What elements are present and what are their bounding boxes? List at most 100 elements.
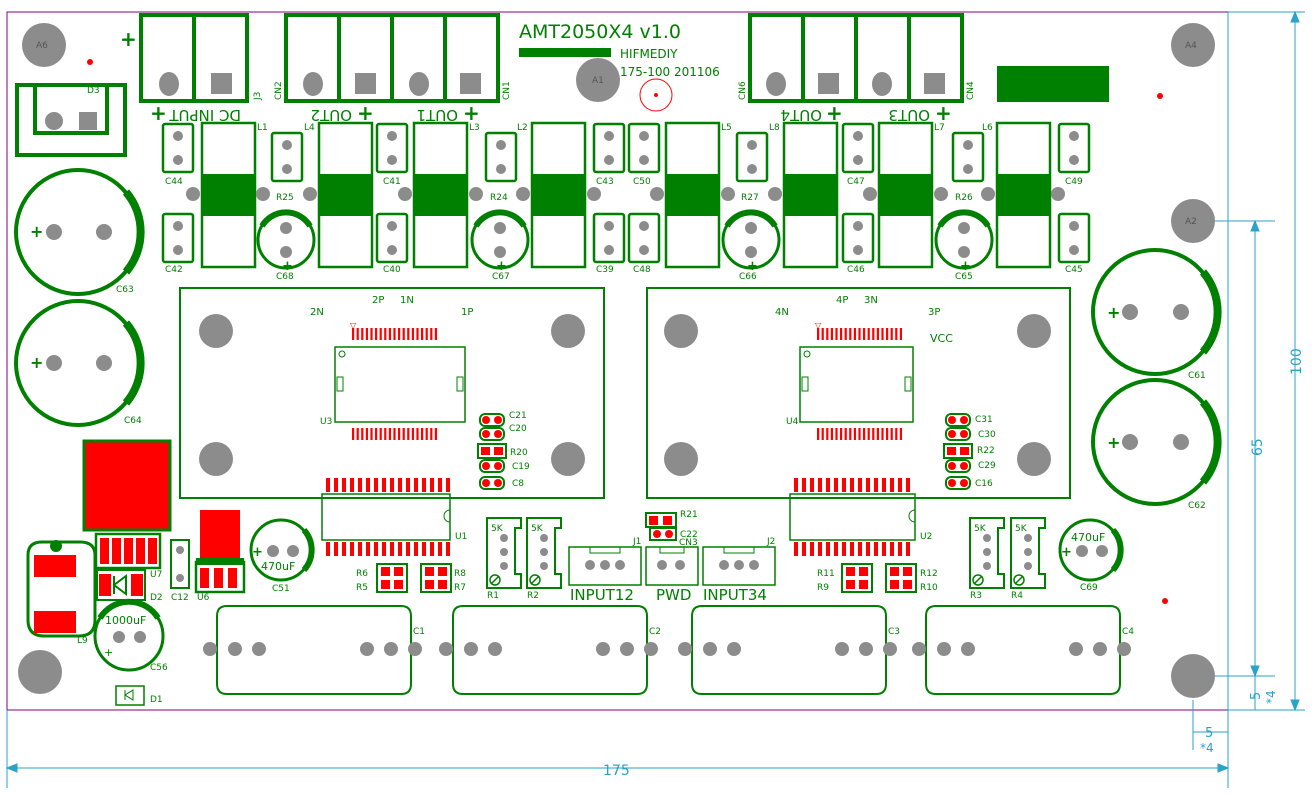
two-pin-part: C41 bbox=[375, 122, 409, 187]
two-pin-part: C50 bbox=[627, 122, 661, 187]
label-input34: INPUT34 bbox=[703, 586, 767, 604]
two-pin-part: C45 bbox=[1057, 212, 1091, 275]
part-ref: C45 bbox=[1065, 265, 1083, 275]
part-ref: C44 bbox=[165, 177, 183, 187]
ref-cn2: CN2 bbox=[274, 81, 284, 100]
ic-pins bbox=[326, 328, 910, 556]
svg-text:L6: L6 bbox=[982, 123, 993, 133]
label-dc-input: DC INPUT bbox=[169, 106, 241, 124]
two-pin-part: C43 bbox=[592, 122, 626, 187]
dim-width: 175 bbox=[603, 763, 630, 779]
svg-text:C8: C8 bbox=[512, 479, 524, 489]
mount-hole-a4 bbox=[1171, 23, 1215, 67]
out4-out3-connector bbox=[748, 13, 964, 103]
svg-text:1P: 1P bbox=[461, 307, 473, 318]
svg-text:C31: C31 bbox=[975, 415, 993, 425]
svg-text:L5: L5 bbox=[721, 123, 732, 133]
svg-text:L9: L9 bbox=[77, 636, 88, 646]
svg-text:D2: D2 bbox=[150, 593, 163, 603]
module-right-ref: U4 bbox=[786, 417, 799, 427]
svg-text:4P: 4P bbox=[836, 295, 848, 306]
pot-ref: R4 bbox=[1011, 591, 1023, 601]
dim-holes-x: *4 bbox=[1200, 741, 1214, 755]
svg-text:U2: U2 bbox=[920, 532, 932, 542]
svg-text:C20: C20 bbox=[509, 424, 527, 434]
svg-text:C67: C67 bbox=[492, 272, 510, 282]
svg-text:2N: 2N bbox=[310, 307, 324, 318]
svg-text:R12: R12 bbox=[920, 569, 938, 579]
mount-hole-a6 bbox=[22, 23, 66, 67]
svg-text:C21: C21 bbox=[509, 411, 527, 421]
svg-text:C62: C62 bbox=[1188, 501, 1206, 511]
ref-j3: J3 bbox=[253, 92, 263, 101]
mount-hole-a1 bbox=[576, 58, 620, 102]
svg-text:C64: C64 bbox=[124, 416, 142, 426]
part-ref: C40 bbox=[383, 265, 401, 275]
label-pwd: PWD bbox=[656, 586, 691, 604]
mount-hole-a2 bbox=[1171, 199, 1215, 243]
svg-text:R6: R6 bbox=[356, 569, 368, 579]
small-2pin-parts: C44C42R25C41C40R24C43C39C50C48R27C47C46R… bbox=[161, 122, 1091, 275]
part-ref: R25 bbox=[276, 193, 294, 203]
dim-height: 100 bbox=[1289, 348, 1305, 375]
dc-input-connector bbox=[139, 13, 249, 103]
pot-value: 5K bbox=[531, 524, 544, 534]
part-ref: C46 bbox=[847, 265, 865, 275]
board-title: AMT2050X4 v1.0 bbox=[519, 21, 681, 43]
svg-text:C68: C68 bbox=[276, 272, 294, 282]
inductor-l9: L9 bbox=[26, 540, 97, 646]
svg-text:A4: A4 bbox=[1185, 41, 1197, 51]
dim-inner: 65 bbox=[1250, 438, 1266, 456]
svg-text:C61: C61 bbox=[1188, 371, 1206, 381]
ic-u1: U1 bbox=[321, 493, 467, 542]
header-cn3: CN3 PWD bbox=[645, 538, 699, 604]
film-cap-ref: C1 bbox=[413, 627, 425, 637]
two-pin-part: C42 bbox=[161, 212, 195, 275]
svg-text:R5: R5 bbox=[356, 583, 368, 593]
svg-text:+: + bbox=[104, 646, 113, 659]
dim-edge-v: 5 bbox=[1249, 692, 1264, 700]
out2-out1-connector bbox=[284, 13, 500, 103]
svg-text:+: + bbox=[282, 259, 293, 274]
cap-c63: + C63 bbox=[14, 168, 145, 296]
svg-text:U6: U6 bbox=[197, 593, 210, 603]
svg-text:3N: 3N bbox=[864, 295, 878, 306]
svg-text:C66: C66 bbox=[739, 272, 757, 282]
svg-text:A1: A1 bbox=[592, 76, 604, 86]
label-input12: INPUT12 bbox=[570, 586, 634, 604]
label-out3: OUT3 bbox=[889, 106, 931, 124]
plus-dc: + bbox=[150, 101, 167, 125]
svg-text:U1: U1 bbox=[455, 532, 467, 542]
svg-text:L4: L4 bbox=[304, 123, 315, 133]
two-pin-part: R25 bbox=[270, 131, 304, 203]
plus-out2: + bbox=[357, 101, 374, 125]
film-cap-ref: C3 bbox=[888, 627, 900, 637]
film-cap: C4 bbox=[912, 605, 1134, 695]
label-out4: OUT4 bbox=[781, 106, 823, 124]
part-ref: C50 bbox=[633, 177, 651, 187]
label-out2: OUT2 bbox=[311, 106, 353, 124]
two-pin-part: R26 bbox=[951, 131, 985, 203]
svg-text:C65: C65 bbox=[955, 272, 973, 282]
svg-text:C12: C12 bbox=[171, 593, 189, 603]
svg-text:C51: C51 bbox=[272, 584, 290, 594]
svg-text:R7: R7 bbox=[454, 583, 466, 593]
regulator-u6: U6 bbox=[194, 510, 246, 603]
film-cap: C1 bbox=[203, 605, 425, 695]
mount-hole-bl bbox=[18, 650, 62, 694]
pot-ref: R2 bbox=[527, 591, 539, 601]
amp-module-left: U3 2P 1N 2N 1P ▽ bbox=[179, 287, 605, 499]
amp-module-right: U4 4N 4P 3N 3P VCC ▽ bbox=[646, 287, 1071, 499]
svg-text:+: + bbox=[1061, 545, 1072, 560]
svg-text:▽: ▽ bbox=[350, 321, 357, 330]
svg-text:3P: 3P bbox=[928, 307, 940, 318]
diode-d2: D2 bbox=[96, 569, 163, 603]
c69-value: 470uF bbox=[1071, 531, 1105, 544]
mount-hole-br bbox=[1171, 654, 1215, 698]
part-ref: R27 bbox=[741, 193, 759, 203]
